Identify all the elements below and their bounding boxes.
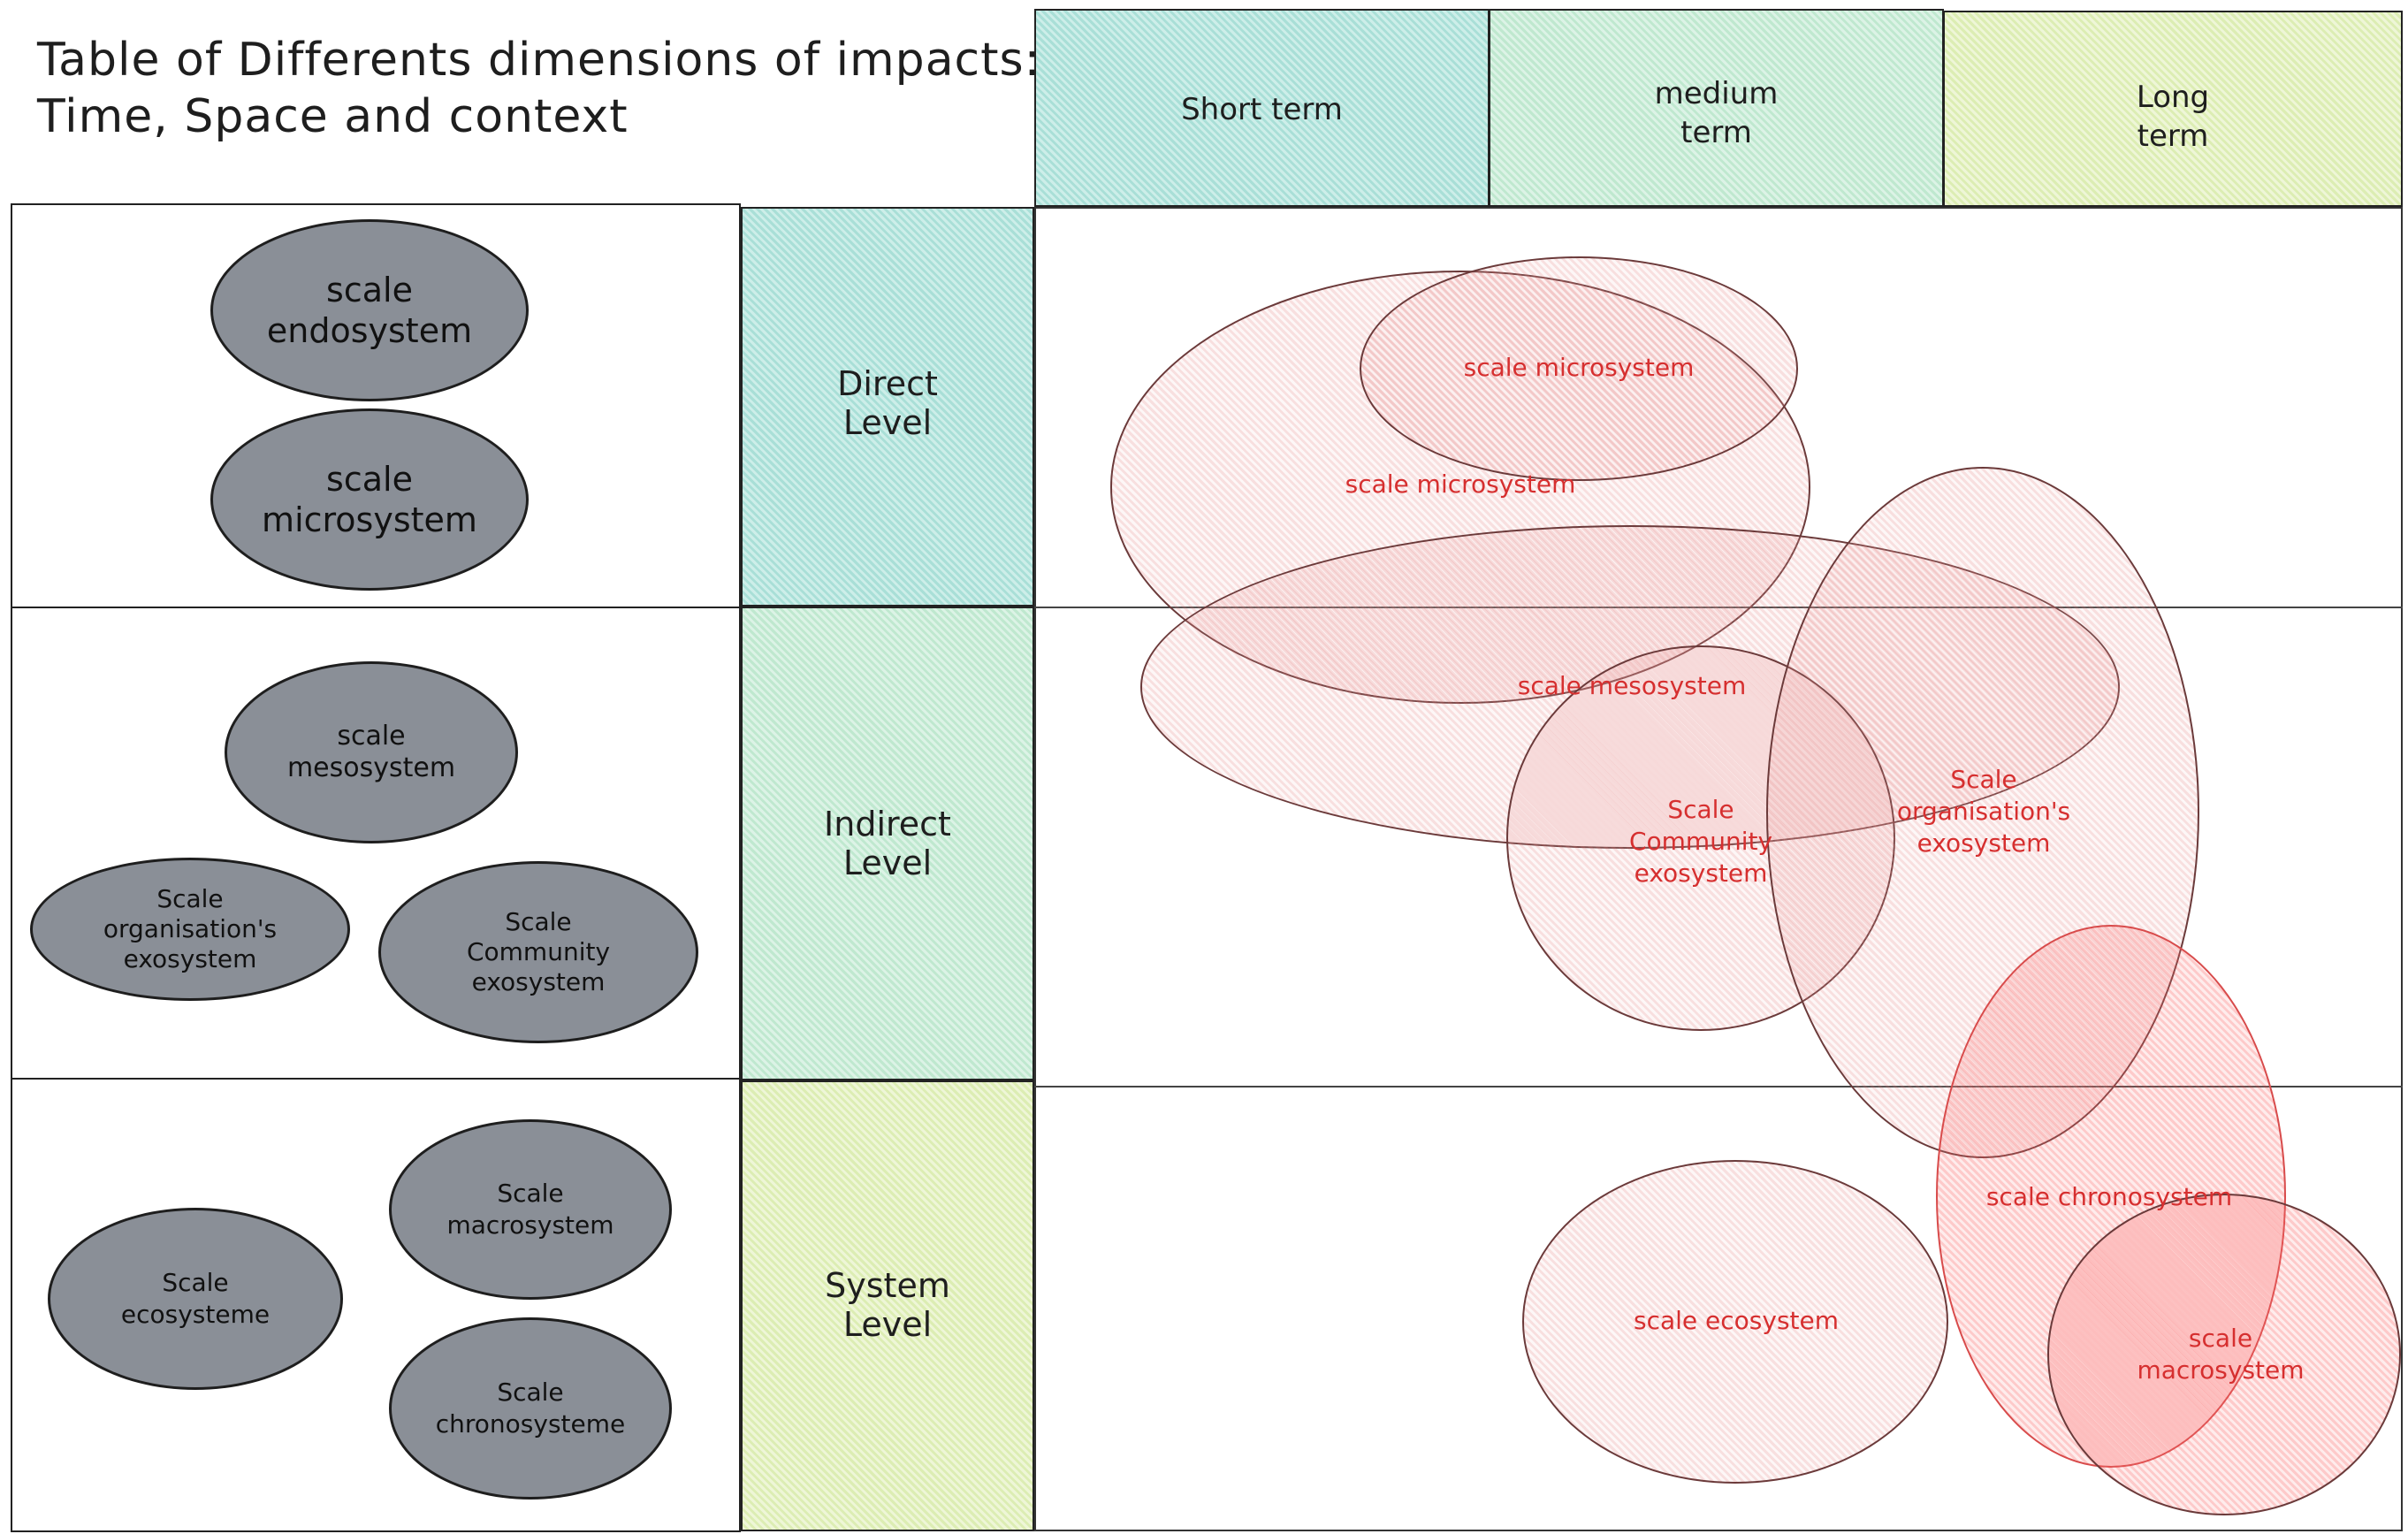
level-label: Indirect Level: [824, 805, 951, 882]
row-divider: [1034, 1086, 2403, 1088]
impact-label: scale mesosystem: [1517, 671, 1747, 700]
impact-label: scale ecosystem: [1633, 1306, 1840, 1335]
column-label: Short term: [1181, 92, 1343, 127]
impact-oval-ecosystem: [1522, 1160, 1948, 1484]
impact-label: scale macrosystem: [2137, 1324, 2305, 1385]
scale-endosystem-node: scale endosystem: [210, 219, 529, 401]
scale-chronosysteme-node: Scale chronosysteme: [389, 1317, 672, 1500]
impact-label: Scale Community exosystem: [1628, 795, 1773, 888]
column-header-long-term: Long term: [1943, 11, 2403, 207]
impact-grid: [1034, 207, 2403, 1531]
level-direct: Direct Level: [741, 207, 1034, 607]
scale-mesosystem-node: scale mesosystem: [225, 661, 518, 843]
column-label: Long term: [2136, 80, 2210, 154]
scale-macrosystem-node: Scale macrosystem: [389, 1119, 672, 1300]
impact-label: scale microsystem: [1463, 353, 1695, 382]
level-label: Direct Level: [837, 364, 938, 442]
column-header-short-term: Short term: [1034, 9, 1490, 207]
scale-community-exosystem-node: Scale Community exosystem: [378, 861, 698, 1043]
level-label: System Level: [825, 1266, 950, 1344]
impact-label: Scale organisation's exosystem: [1896, 765, 2071, 858]
impact-oval-microsystem-small: [1360, 256, 1798, 481]
level-indirect: Indirect Level: [741, 607, 1034, 1080]
column-header-medium-term: medium term: [1489, 9, 1944, 207]
scale-panel-system: [11, 1078, 741, 1532]
diagram-title: Table of Differents dimensions of impact…: [37, 34, 1041, 143]
level-system: System Level: [741, 1080, 1034, 1531]
scale-ecosysteme-node: Scale ecosysteme: [48, 1208, 343, 1390]
impact-label: scale chronosystem: [1985, 1182, 2233, 1211]
scale-microsystem-node: scale microsystem: [210, 408, 529, 591]
scale-organisation-exosystem-node: Scale organisation's exosystem: [30, 858, 350, 1001]
impact-oval-macrosystem: [2047, 1194, 2401, 1515]
column-label: medium term: [1654, 76, 1779, 150]
impact-label: scale microsystem: [1345, 469, 1576, 499]
